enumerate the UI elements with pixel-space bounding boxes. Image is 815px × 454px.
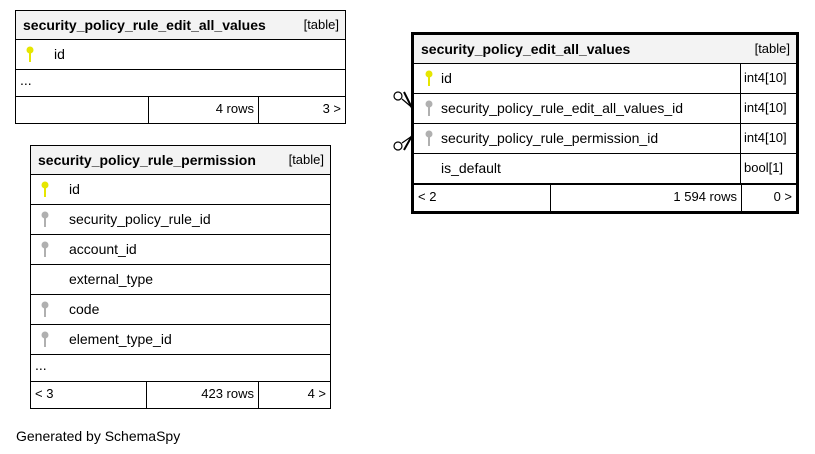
column-name: security_policy_rule_permission_id	[441, 130, 659, 146]
foreign-key-icon	[40, 241, 50, 258]
column-name: id	[441, 70, 452, 86]
column-name: is_default	[441, 160, 501, 176]
foreign-key-icon	[424, 130, 434, 147]
optional-circle	[393, 91, 403, 101]
column-row[interactable]: id int4[10]	[414, 64, 796, 94]
foreign-key-icon	[40, 301, 50, 318]
foreign-key-icon	[40, 331, 50, 348]
parents-link[interactable]: < 2	[414, 185, 551, 211]
table-footer: < 3 423 rows 4 >	[31, 382, 330, 408]
table-name[interactable]: security_policy_rule_permission	[38, 152, 256, 168]
children-link[interactable]: 0 >	[773, 189, 792, 204]
children-link[interactable]: 4 >	[307, 386, 326, 401]
table-header: security_policy_rule_edit_all_values [ta…	[16, 11, 345, 40]
column-row[interactable]: account_id	[31, 235, 330, 265]
table-kind: [table]	[288, 152, 324, 167]
column-row[interactable]: security_policy_rule_permission_id int4[…	[414, 124, 796, 154]
column-name: code	[69, 301, 100, 317]
ellipsis-row: ...	[16, 70, 345, 97]
table-footer: 4 rows 3 >	[16, 97, 345, 123]
parents-link[interactable]	[16, 97, 149, 123]
primary-key-icon	[424, 70, 434, 87]
column-type: bool[1]	[740, 154, 796, 183]
column-name: id	[54, 46, 65, 62]
primary-key-icon	[40, 181, 50, 198]
column-row[interactable]: security_policy_rule_edit_all_values_id …	[414, 94, 796, 124]
ellipsis-row: ...	[31, 355, 330, 382]
optional-circle	[393, 141, 403, 151]
row-count: 423 rows	[147, 382, 259, 408]
column-row[interactable]: external_type	[31, 265, 330, 295]
column-name: external_type	[69, 271, 154, 287]
children-link[interactable]: 3 >	[322, 101, 341, 116]
table-name[interactable]: security_policy_edit_all_values	[421, 41, 631, 57]
primary-key-icon	[25, 46, 35, 63]
table-kind: [table]	[754, 41, 790, 56]
column-type: int4[10]	[740, 94, 796, 123]
column-row[interactable]: security_policy_rule_id	[31, 205, 330, 235]
row-count: 1 594 rows	[551, 185, 742, 211]
column-name: element_type_id	[69, 331, 172, 347]
table-kind: [table]	[303, 17, 339, 32]
foreign-key-icon	[40, 211, 50, 228]
column-name: account_id	[69, 241, 137, 257]
table-security-policy-rule-edit-all-values[interactable]: security_policy_rule_edit_all_values [ta…	[15, 10, 346, 124]
column-row[interactable]: element_type_id	[31, 325, 330, 355]
column-row[interactable]: id	[16, 40, 345, 70]
column-type: int4[10]	[740, 124, 796, 153]
table-name[interactable]: security_policy_rule_edit_all_values	[23, 17, 266, 33]
column-type: int4[10]	[740, 64, 796, 93]
table-security-policy-rule-permission[interactable]: security_policy_rule_permission [table] …	[30, 145, 331, 409]
generated-by-label: Generated by SchemaSpy	[16, 428, 181, 444]
table-header: security_policy_rule_permission [table]	[31, 146, 330, 175]
column-name: security_policy_rule_id	[69, 211, 211, 227]
column-name: security_policy_rule_edit_all_values_id	[441, 100, 684, 116]
parents-link[interactable]: < 3	[31, 382, 147, 408]
table-footer: < 2 1 594 rows 0 >	[414, 184, 796, 211]
ellipsis: ...	[20, 72, 32, 88]
ellipsis: ...	[35, 357, 47, 373]
column-row[interactable]: code	[31, 295, 330, 325]
table-header: security_policy_edit_all_values [table]	[414, 35, 796, 64]
table-security-policy-edit-all-values[interactable]: security_policy_edit_all_values [table] …	[411, 32, 799, 214]
column-row[interactable]: is_default bool[1]	[414, 154, 796, 184]
row-count: 4 rows	[149, 97, 259, 123]
column-name: id	[69, 181, 80, 197]
foreign-key-icon	[424, 100, 434, 117]
column-row[interactable]: id	[31, 175, 330, 205]
